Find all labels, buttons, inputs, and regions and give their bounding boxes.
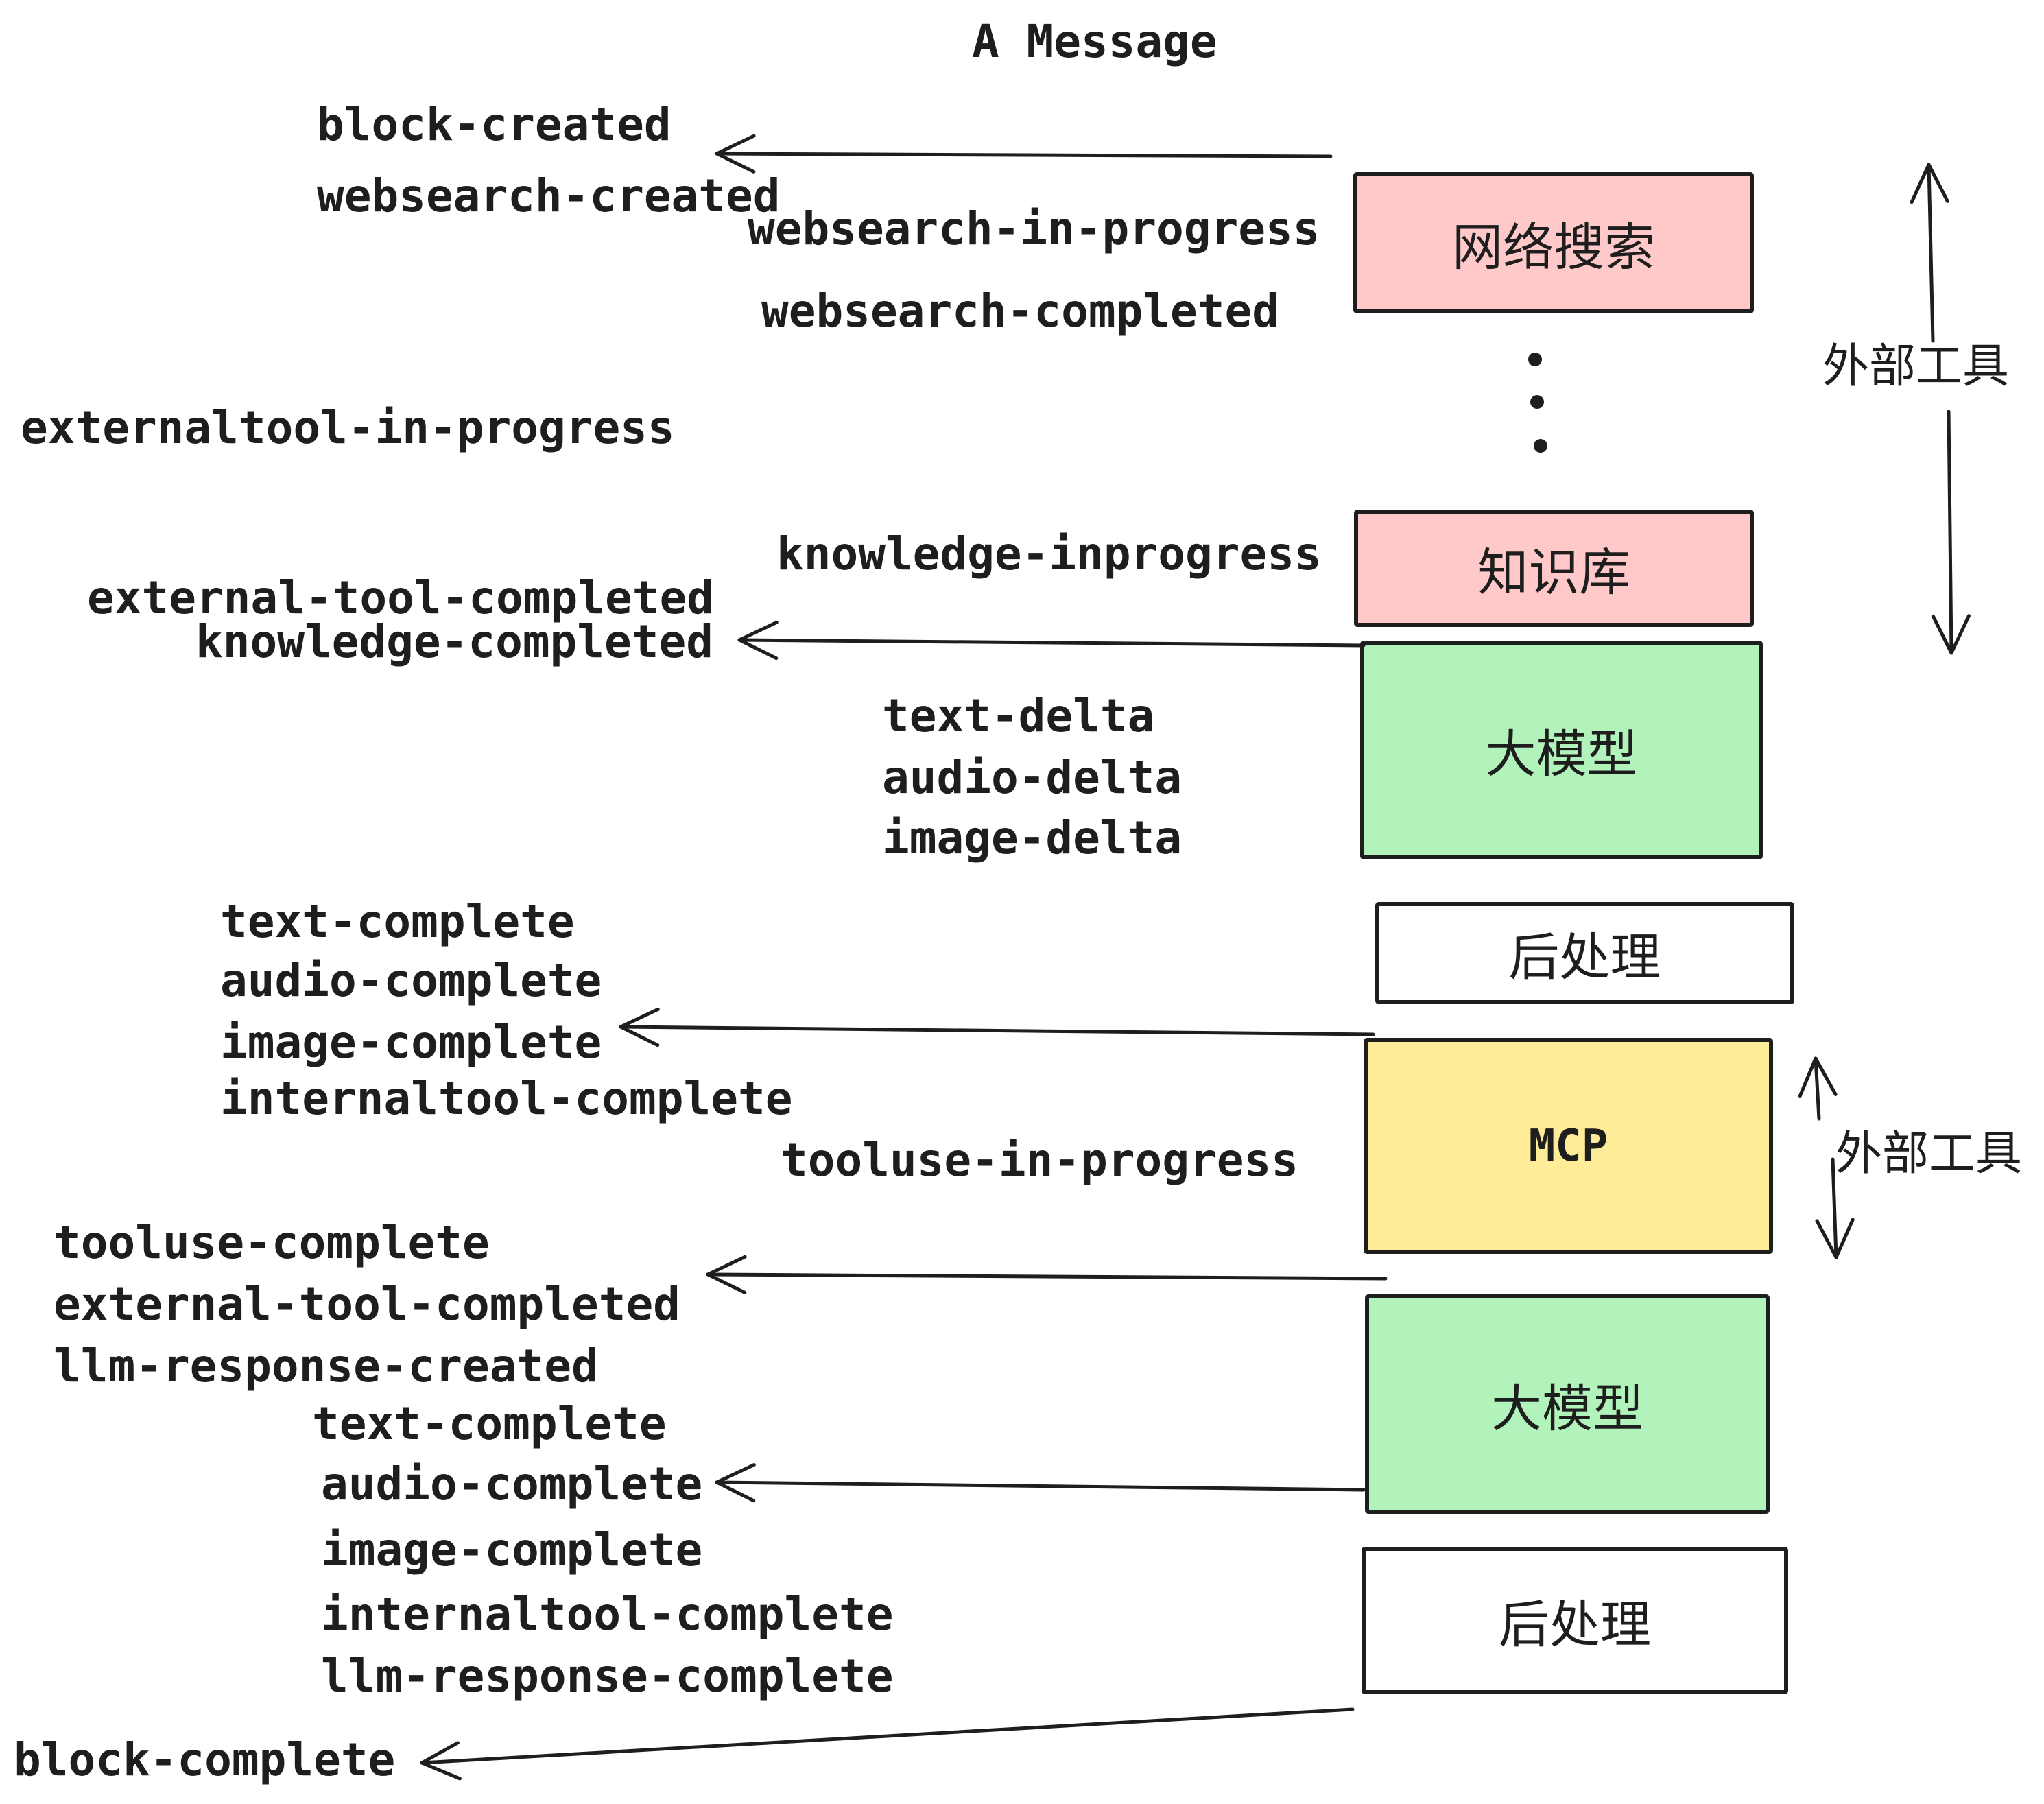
websearch-box: 网络搜索 bbox=[1353, 172, 1754, 313]
arrow-to-block-created bbox=[715, 134, 1333, 174]
arrow-to-block-complete bbox=[420, 1707, 1355, 1781]
external-tools-2-up-arrow bbox=[1798, 1056, 1838, 1121]
websearch-box-label: 网络搜索 bbox=[1452, 217, 1655, 277]
event-external-tool-completed-2: external-tool-completed bbox=[54, 1278, 680, 1331]
event-image-delta-1: image-delta bbox=[882, 811, 1183, 864]
knowledge-box-label: 知识库 bbox=[1477, 543, 1630, 602]
event-externaltool-in-progress: externaltool-in-progress bbox=[21, 401, 675, 454]
arrow-to-image-complete bbox=[619, 1007, 1375, 1047]
external-tools-2-down-arrow bbox=[1815, 1157, 1855, 1259]
event-text-delta-1: text-delta bbox=[882, 689, 1155, 742]
event-image-complete-2: image-complete bbox=[321, 1523, 703, 1576]
event-block-complete: block-complete bbox=[14, 1733, 396, 1786]
external-tools-1-up-arrow bbox=[1910, 163, 1949, 343]
llm-box-2-label: 大模型 bbox=[1491, 1379, 1643, 1438]
event-image-complete-1: image-complete bbox=[220, 1016, 602, 1069]
postprocess-box-1: 后处理 bbox=[1375, 902, 1794, 1004]
diagram-title: A Message bbox=[972, 15, 1217, 68]
arrow-to-audio-complete bbox=[715, 1463, 1366, 1503]
postprocess-box-1-label: 后处理 bbox=[1508, 928, 1661, 987]
event-knowledge-completed: knowledge-completed bbox=[195, 615, 713, 668]
event-knowledge-inprogress: knowledge-inprogress bbox=[776, 527, 1322, 580]
ellipsis-dot-2 bbox=[1530, 395, 1544, 409]
event-llm-response-created: llm-response-created bbox=[54, 1340, 599, 1392]
external-tools-1-down-arrow bbox=[1931, 410, 1971, 655]
arrow-to-knowledge-completed bbox=[737, 620, 1366, 661]
event-text-complete-1: text-complete bbox=[220, 895, 575, 948]
ellipsis-dot-3 bbox=[1534, 439, 1547, 453]
ellipsis-dot-1 bbox=[1528, 353, 1542, 366]
event-text-complete-2: text-complete bbox=[312, 1397, 667, 1450]
event-audio-complete-2: audio-complete bbox=[321, 1458, 703, 1510]
event-tooluse-in-progress: tooluse-in-progress bbox=[781, 1134, 1298, 1187]
event-internaltool-complete-2: internaltool-complete bbox=[321, 1588, 894, 1641]
mcp-box-label: MCP bbox=[1528, 1120, 1608, 1172]
knowledge-box: 知识库 bbox=[1354, 510, 1754, 627]
postprocess-box-2-label: 后处理 bbox=[1499, 1595, 1651, 1654]
event-llm-response-complete: llm-response-complete bbox=[321, 1650, 894, 1702]
event-block-created: block-created bbox=[317, 98, 672, 151]
event-websearch-completed: websearch-completed bbox=[761, 285, 1279, 337]
llm-box-2: 大模型 bbox=[1365, 1294, 1770, 1514]
external-tools-label-2: 外部工具 bbox=[1835, 1127, 2023, 1181]
event-websearch-in-progress: websearch-in-progress bbox=[748, 202, 1320, 255]
event-external-tool-completed: external-tool-completed bbox=[87, 571, 714, 624]
external-tools-label-1: 外部工具 bbox=[1822, 340, 2010, 394]
llm-box-1-label: 大模型 bbox=[1485, 725, 1638, 784]
event-internaltool-complete-1: internaltool-complete bbox=[220, 1072, 793, 1125]
event-tooluse-complete: tooluse-complete bbox=[54, 1216, 490, 1269]
event-websearch-created: websearch-created bbox=[317, 169, 781, 222]
llm-box-1: 大模型 bbox=[1360, 641, 1763, 859]
event-audio-complete-1: audio-complete bbox=[220, 954, 602, 1007]
mcp-box: MCP bbox=[1364, 1038, 1773, 1254]
event-audio-delta-1: audio-delta bbox=[882, 751, 1183, 804]
arrow-to-tooluse-complete bbox=[706, 1255, 1388, 1294]
postprocess-box-2: 后处理 bbox=[1362, 1547, 1788, 1694]
